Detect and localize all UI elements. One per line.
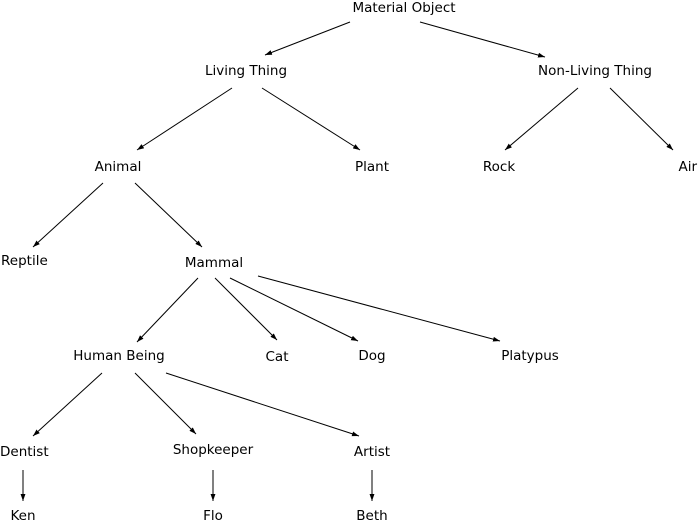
node-plant: Plant — [355, 159, 389, 175]
node-platypus: Platypus — [501, 348, 559, 364]
node-shopkeeper: Shopkeeper — [173, 442, 254, 458]
edge-mammal-to-cat — [214, 277, 278, 341]
edge-material-object-to-non-living-thing — [419, 21, 546, 58]
edge-animal-to-mammal — [134, 182, 203, 248]
node-dentist: Dentist — [0, 444, 49, 460]
edge-mammal-to-platypus — [257, 275, 501, 342]
node-ken: Ken — [10, 508, 35, 521]
edges — [20, 21, 674, 501]
edge-non-living-thing-to-air — [609, 87, 674, 151]
node-human-being: Human Being — [73, 348, 164, 364]
edge-material-object-to-living-thing — [264, 21, 351, 56]
edge-animal-to-reptile — [32, 182, 104, 248]
node-beth: Beth — [356, 508, 387, 521]
edge-mammal-to-dog — [229, 277, 359, 342]
node-animal: Animal — [95, 159, 142, 175]
node-reptile: Reptile — [1, 253, 48, 269]
edge-living-thing-to-plant — [261, 87, 361, 151]
node-rock: Rock — [483, 159, 515, 175]
node-mammal: Mammal — [185, 255, 243, 271]
edge-human-being-to-dentist — [32, 372, 103, 437]
node-air: Air — [678, 159, 697, 175]
edge-human-being-to-artist — [165, 372, 360, 437]
edge-human-being-to-shopkeeper — [134, 372, 197, 435]
node-dog: Dog — [358, 348, 385, 364]
edge-mammal-to-human-being — [136, 277, 199, 343]
node-non-living-thing: Non-Living Thing — [538, 63, 652, 79]
node-cat: Cat — [266, 349, 289, 365]
node-material-object: Material Object — [352, 0, 455, 16]
node-artist: Artist — [354, 444, 390, 460]
node-flo: Flo — [203, 508, 223, 521]
edge-living-thing-to-animal — [136, 87, 233, 151]
edge-non-living-thing-to-rock — [504, 87, 579, 151]
node-living-thing: Living Thing — [205, 63, 287, 79]
